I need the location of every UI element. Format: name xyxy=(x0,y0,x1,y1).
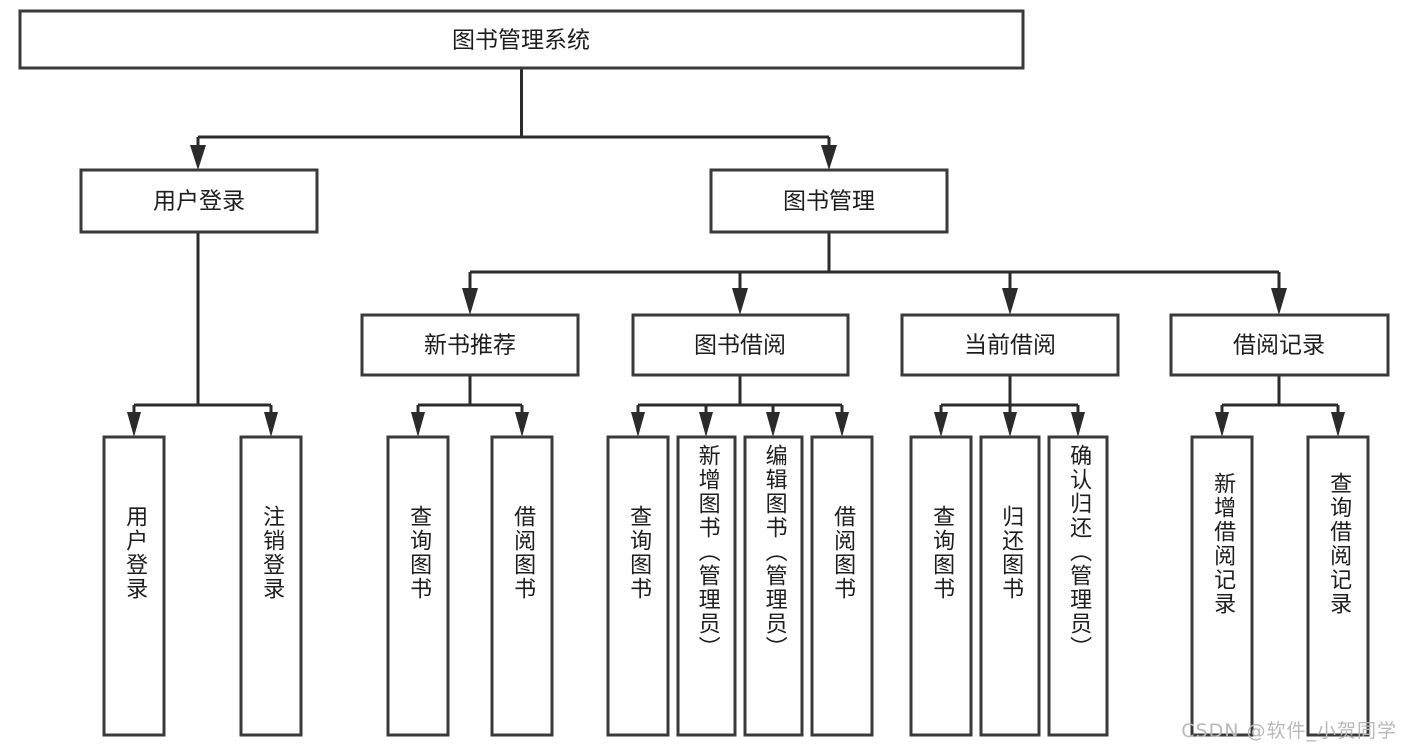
node-root[interactable] xyxy=(18,9,1025,70)
leaf-box-user-login-2[interactable] xyxy=(239,435,303,737)
arrow-leaf-newbook-1 xyxy=(411,412,425,437)
node-user-login-label: 用户登录 xyxy=(153,189,245,215)
node-user-login[interactable] xyxy=(79,168,319,234)
node-current-borrow-label: 当前借阅 xyxy=(964,333,1056,359)
node-new-book-rec-label: 新书推荐 xyxy=(424,333,516,359)
arrow-leaf-currentborrow-1 xyxy=(934,412,948,437)
leaf-box-borrowrecord-1[interactable] xyxy=(1190,435,1254,737)
arrow-to-borrow-record xyxy=(1271,288,1287,315)
arrow-leaf-newbook-2 xyxy=(515,412,529,437)
connector-newbookrec-to-leaves xyxy=(411,375,529,437)
connector-borrowrecord-to-leaves xyxy=(1215,375,1345,437)
leaf-box-newbook-1[interactable] xyxy=(386,435,450,737)
leaf-box-currentborrow-3[interactable] xyxy=(1047,435,1109,737)
connector-bookborrow-to-leaves xyxy=(631,375,849,437)
node-borrow-record[interactable] xyxy=(1169,313,1390,377)
arrow-to-current-borrow xyxy=(1002,288,1018,315)
connector-root-to-level2 xyxy=(190,68,837,170)
arrow-leaf-bookborrow-2 xyxy=(699,412,713,437)
arrow-to-new-book-rec xyxy=(462,288,478,315)
connector-bookmanage-to-level3 xyxy=(462,232,1287,315)
leaf-box-currentborrow-2[interactable] xyxy=(979,435,1041,737)
node-new-book-rec[interactable] xyxy=(360,313,580,377)
arrow-leaf-borrowrecord-2 xyxy=(1331,412,1345,437)
node-book-manage-label: 图书管理 xyxy=(783,189,875,215)
leaf-box-bookborrow-3[interactable] xyxy=(743,435,804,737)
arrow-leaf-currentborrow-2 xyxy=(1003,412,1017,437)
connector-userlogin-to-leaves xyxy=(127,232,278,437)
node-current-borrow[interactable] xyxy=(900,313,1120,377)
arrow-leaf-bookborrow-1 xyxy=(631,412,645,437)
leaf-box-bookborrow-1[interactable] xyxy=(606,435,670,737)
arrow-to-book-borrow xyxy=(732,288,748,315)
leaf-box-borrowrecord-2[interactable] xyxy=(1306,435,1370,737)
leaf-box-newbook-2[interactable] xyxy=(490,435,554,737)
leaf-box-currentborrow-1[interactable] xyxy=(909,435,973,737)
arrow-leaf-bookborrow-3 xyxy=(766,412,780,437)
leaf-box-bookborrow-2[interactable] xyxy=(676,435,737,737)
arrow-leaf-borrowrecord-1 xyxy=(1215,412,1229,437)
node-book-borrow[interactable] xyxy=(631,313,850,377)
node-book-manage[interactable] xyxy=(709,168,949,234)
csdn-watermark: CSDN @软件_小贺同学 xyxy=(1181,720,1397,742)
arrow-to-book-manage xyxy=(821,145,837,170)
arrow-to-user-login xyxy=(190,145,206,170)
arrow-leaf-currentborrow-3 xyxy=(1071,412,1085,437)
leaf-box-user-login-1[interactable] xyxy=(102,435,166,737)
leaf-box-bookborrow-4[interactable] xyxy=(810,435,874,737)
arrow-leaf-user-login-2 xyxy=(264,412,278,437)
arrow-leaf-user-login-1 xyxy=(127,412,141,437)
connector-currentborrow-to-leaves xyxy=(934,375,1085,437)
arrow-leaf-bookborrow-4 xyxy=(835,412,849,437)
node-root-label: 图书管理系统 xyxy=(452,28,590,54)
node-book-borrow-label: 图书借阅 xyxy=(694,333,786,359)
node-borrow-record-label: 借阅记录 xyxy=(1233,333,1325,359)
